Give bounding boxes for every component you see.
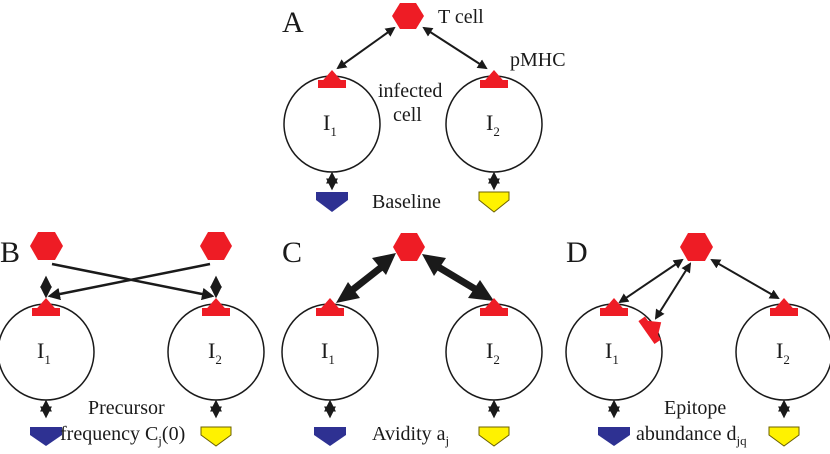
caption-precursor-line1: Precursor (88, 397, 165, 419)
double-arrow-icon (468, 280, 494, 301)
pmhc-pentagon-icon (32, 308, 60, 316)
pmhc-label: pMHC (510, 49, 566, 71)
output-arrow-icon (30, 427, 62, 446)
panel-a: A T cell pMHC infected cell I1 I2 Baseli… (282, 3, 566, 213)
cell-1-label: I1 (37, 338, 51, 367)
panel-c: C I1 I2 Avidity aj (281, 233, 543, 448)
output-arrow-icon (316, 192, 348, 212)
output-arrow-icon (598, 427, 630, 446)
double-arrow-icon (618, 258, 684, 304)
pmhc-pentagon-icon (318, 80, 346, 88)
output-arrow-icon (478, 191, 510, 213)
output-arrow-icon (478, 426, 510, 447)
pmhc-pentagon-icon (202, 308, 230, 316)
cell-2-label: I2 (776, 338, 790, 367)
caption-epitope-line2: abundance djq (636, 423, 747, 448)
tcell-label: T cell (438, 6, 484, 28)
pmhc-pentagon-icon (638, 316, 662, 345)
pmhc-pentagon-icon (480, 80, 508, 88)
panel-letter-c: C (282, 236, 302, 269)
cell-1-label: I1 (323, 110, 337, 139)
caption-avidity: Avidity aj (372, 423, 449, 448)
cell-2-label: I2 (208, 338, 222, 367)
panel-letter-a: A (282, 6, 304, 39)
caption-epitope-line1: Epitope (664, 397, 726, 419)
tcell-hexagon-icon (30, 232, 63, 260)
output-arrow-icon (200, 426, 232, 447)
pmhc-pentagon-icon (480, 308, 508, 316)
output-arrow-icon (768, 426, 800, 447)
cell-1-label: I1 (321, 338, 335, 367)
panel-letter-d: D (566, 236, 588, 269)
cell-1-label: I1 (605, 338, 619, 367)
tcell-hexagon-icon (393, 233, 425, 261)
pmhc-pentagon-icon (600, 308, 628, 316)
double-arrow-icon (422, 26, 488, 70)
double-arrow-icon (422, 254, 446, 276)
pmhc-pentagon-icon (316, 308, 344, 316)
cell-2-label: I2 (486, 338, 500, 367)
double-arrow-icon (47, 262, 211, 301)
caption-precursor-line2: frequency Cj(0) (60, 423, 185, 448)
double-arrow-icon (654, 262, 692, 320)
tcell-hexagon-icon (200, 232, 232, 260)
tcell-hexagon-icon (392, 3, 424, 29)
double-arrow-icon (372, 253, 396, 275)
cell-2-label: I2 (486, 110, 500, 139)
panel-b: B I1 I2 Precursor frequency Cj(0) (0, 232, 265, 448)
output-arrow-icon (314, 427, 346, 446)
tcell-hexagon-icon (680, 233, 713, 261)
panel-letter-b: B (0, 236, 20, 269)
double-arrow-icon (336, 282, 360, 303)
infected-label-line1: infected (378, 80, 442, 102)
double-arrow-icon (336, 26, 396, 70)
caption-baseline: Baseline (372, 191, 441, 213)
double-arrow-icon (710, 259, 780, 299)
pmhc-pentagon-icon (770, 308, 798, 316)
panel-d: D I1 I2 Epitope abundance djq (565, 233, 830, 448)
infected-label-line2: cell (393, 104, 422, 126)
